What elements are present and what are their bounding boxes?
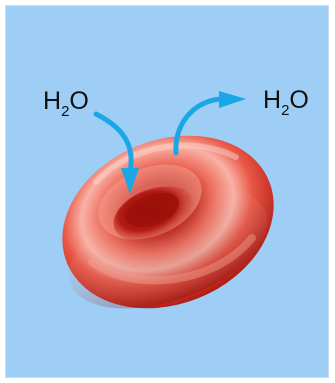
water-in-label-subscript: 2	[61, 103, 69, 120]
water-out-arrow	[173, 91, 246, 156]
water-in-label-tail: O	[69, 87, 88, 115]
svg-text:H2O: H2O	[43, 87, 89, 120]
water-out-label-subscript: 2	[281, 102, 289, 119]
red-blood-cell	[62, 135, 274, 309]
water-in-label: H2O	[43, 87, 89, 120]
water-out-label: H2O	[263, 86, 309, 119]
water-in-label-main: H	[43, 87, 61, 115]
svg-text:H2O: H2O	[263, 86, 309, 119]
water-in-arrow	[93, 111, 139, 194]
water-out-label-tail: O	[289, 86, 308, 114]
water-out-label-main: H	[263, 86, 281, 114]
